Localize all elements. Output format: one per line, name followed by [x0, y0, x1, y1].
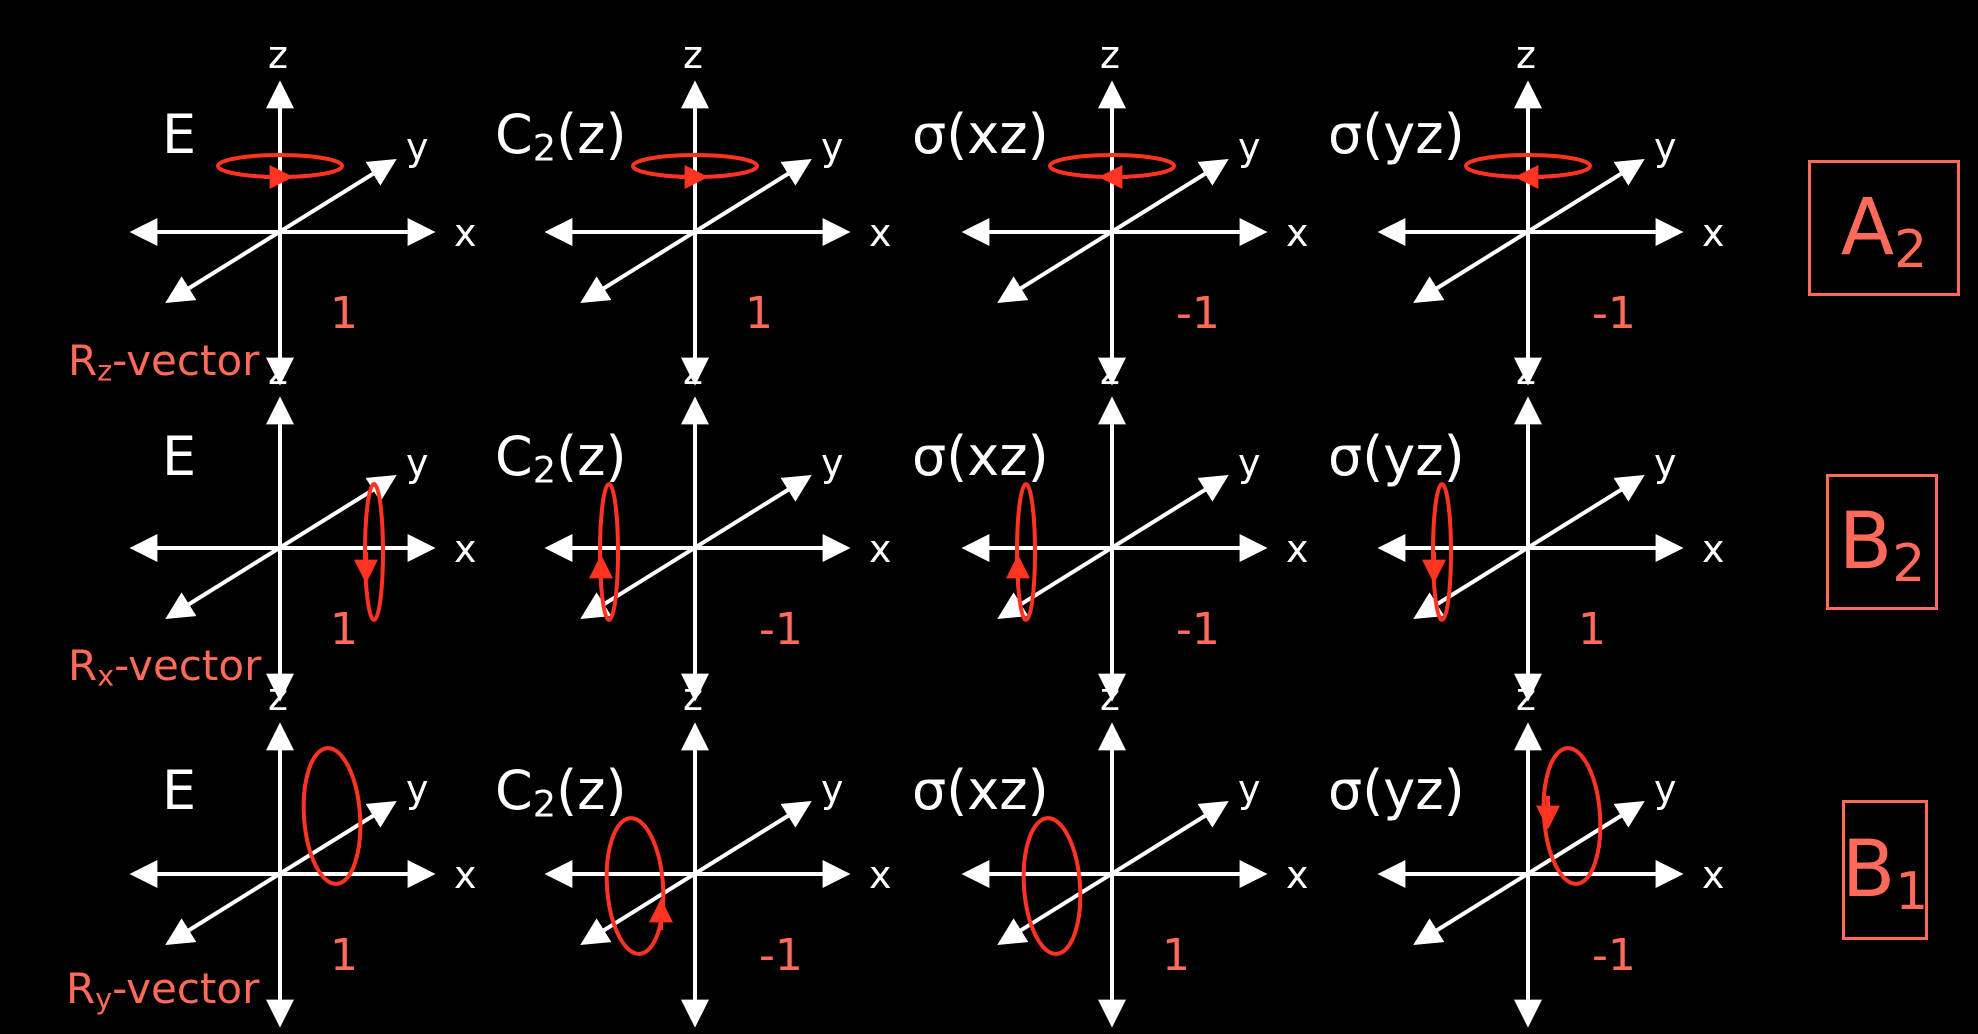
vector-label-row-0: Rz-vector	[68, 336, 260, 388]
z-label-r1c0: z	[268, 349, 288, 393]
operation-label-r0c3: σ(yz)	[1328, 103, 1465, 166]
character-r2c2: 1	[1162, 930, 1190, 981]
x-label-r1c3: x	[1702, 527, 1725, 571]
x-label-r1c2: x	[1286, 527, 1309, 571]
y-axis-r0c1	[580, 159, 812, 303]
x-label-r2c1: x	[869, 853, 892, 897]
y-axis-r2c2	[997, 801, 1229, 945]
y-axis-r1c0	[165, 475, 397, 619]
rotation-ellipse-r2c2	[1021, 816, 1083, 956]
y-axis-r1c3	[1413, 475, 1645, 619]
operation-label-r1c3: σ(yz)	[1328, 425, 1465, 488]
operation-label-r2c1: C2(z)	[495, 759, 627, 826]
character-r1c3: 1	[1578, 604, 1606, 655]
character-r1c1: -1	[759, 604, 803, 655]
z-label-r2c3: z	[1516, 675, 1536, 719]
operation-label-r1c0: E	[162, 425, 197, 488]
character-r1c0: 1	[330, 604, 358, 655]
operation-label-r2c0: E	[162, 759, 197, 822]
operation-label-r2c3: σ(yz)	[1328, 759, 1465, 822]
vector-label-row-1: Rx-vector	[68, 641, 262, 693]
y-axis-r0c3	[1413, 159, 1645, 303]
z-label-r2c2: z	[1100, 675, 1120, 719]
x-label-r2c2: x	[1286, 853, 1309, 897]
x-label-r0c0: x	[454, 211, 477, 255]
z-label-r1c3: z	[1516, 349, 1536, 393]
character-r1c2: -1	[1176, 604, 1220, 655]
character-r2c1: -1	[759, 930, 803, 981]
character-r0c2: -1	[1176, 288, 1220, 339]
character-r2c0: 1	[330, 930, 358, 981]
character-r2c3: -1	[1592, 930, 1636, 981]
y-label-r1c3: y	[1654, 441, 1677, 485]
y-axis-r2c0	[165, 801, 397, 945]
vector-label-row-2: Ry-vector	[66, 964, 260, 1016]
z-label-r2c0: z	[268, 675, 288, 719]
y-axis-r1c1	[580, 475, 812, 619]
operation-label-r1c1: C2(z)	[495, 425, 627, 492]
y-label-r0c1: y	[821, 125, 844, 169]
operation-label-r2c2: σ(xz)	[912, 759, 1049, 822]
rotation-ellipse-r2c1	[604, 816, 666, 956]
y-label-r1c0: y	[406, 441, 429, 485]
y-axis-r2c1	[580, 801, 812, 945]
operation-label-r0c1: C2(z)	[495, 103, 627, 170]
operation-label-r0c0: E	[162, 103, 197, 166]
x-label-r2c3: x	[1702, 853, 1725, 897]
z-label-r2c1: z	[683, 675, 703, 719]
y-label-r2c2: y	[1238, 767, 1261, 811]
operation-label-r0c2: σ(xz)	[912, 103, 1049, 166]
x-label-r0c2: x	[1286, 211, 1309, 255]
y-label-r0c2: y	[1238, 125, 1261, 169]
rotation-ellipse-r1c1	[598, 482, 620, 622]
x-label-r0c3: x	[1702, 211, 1725, 255]
x-label-r0c1: x	[869, 211, 892, 255]
y-label-r0c0: y	[406, 125, 429, 169]
z-label-r1c1: z	[683, 349, 703, 393]
y-label-r1c1: y	[821, 441, 844, 485]
y-label-r2c1: y	[821, 767, 844, 811]
character-r0c0: 1	[330, 288, 358, 339]
z-label-r0c3: z	[1516, 33, 1536, 77]
character-r0c3: -1	[1592, 288, 1636, 339]
x-label-r1c1: x	[869, 527, 892, 571]
rotation-ellipse-r1c2	[1015, 482, 1037, 622]
y-axis-r1c2	[997, 475, 1229, 619]
y-label-r2c0: y	[406, 767, 429, 811]
z-label-r1c2: z	[1100, 349, 1120, 393]
z-label-r0c1: z	[683, 33, 703, 77]
operation-label-r1c2: σ(xz)	[912, 425, 1049, 488]
y-axis-r0c2	[997, 159, 1229, 303]
y-axis-r0c0	[165, 159, 397, 303]
rotation-ellipse-r2c0	[301, 746, 363, 886]
character-r0c1: 1	[745, 288, 773, 339]
z-label-r0c2: z	[1100, 33, 1120, 77]
y-label-r1c2: y	[1238, 441, 1261, 485]
y-axis-r2c3	[1413, 801, 1645, 945]
x-label-r2c0: x	[454, 853, 477, 897]
y-label-r2c3: y	[1654, 767, 1677, 811]
y-label-r0c3: y	[1654, 125, 1677, 169]
x-label-r1c0: x	[454, 527, 477, 571]
z-label-r0c0: z	[268, 33, 288, 77]
